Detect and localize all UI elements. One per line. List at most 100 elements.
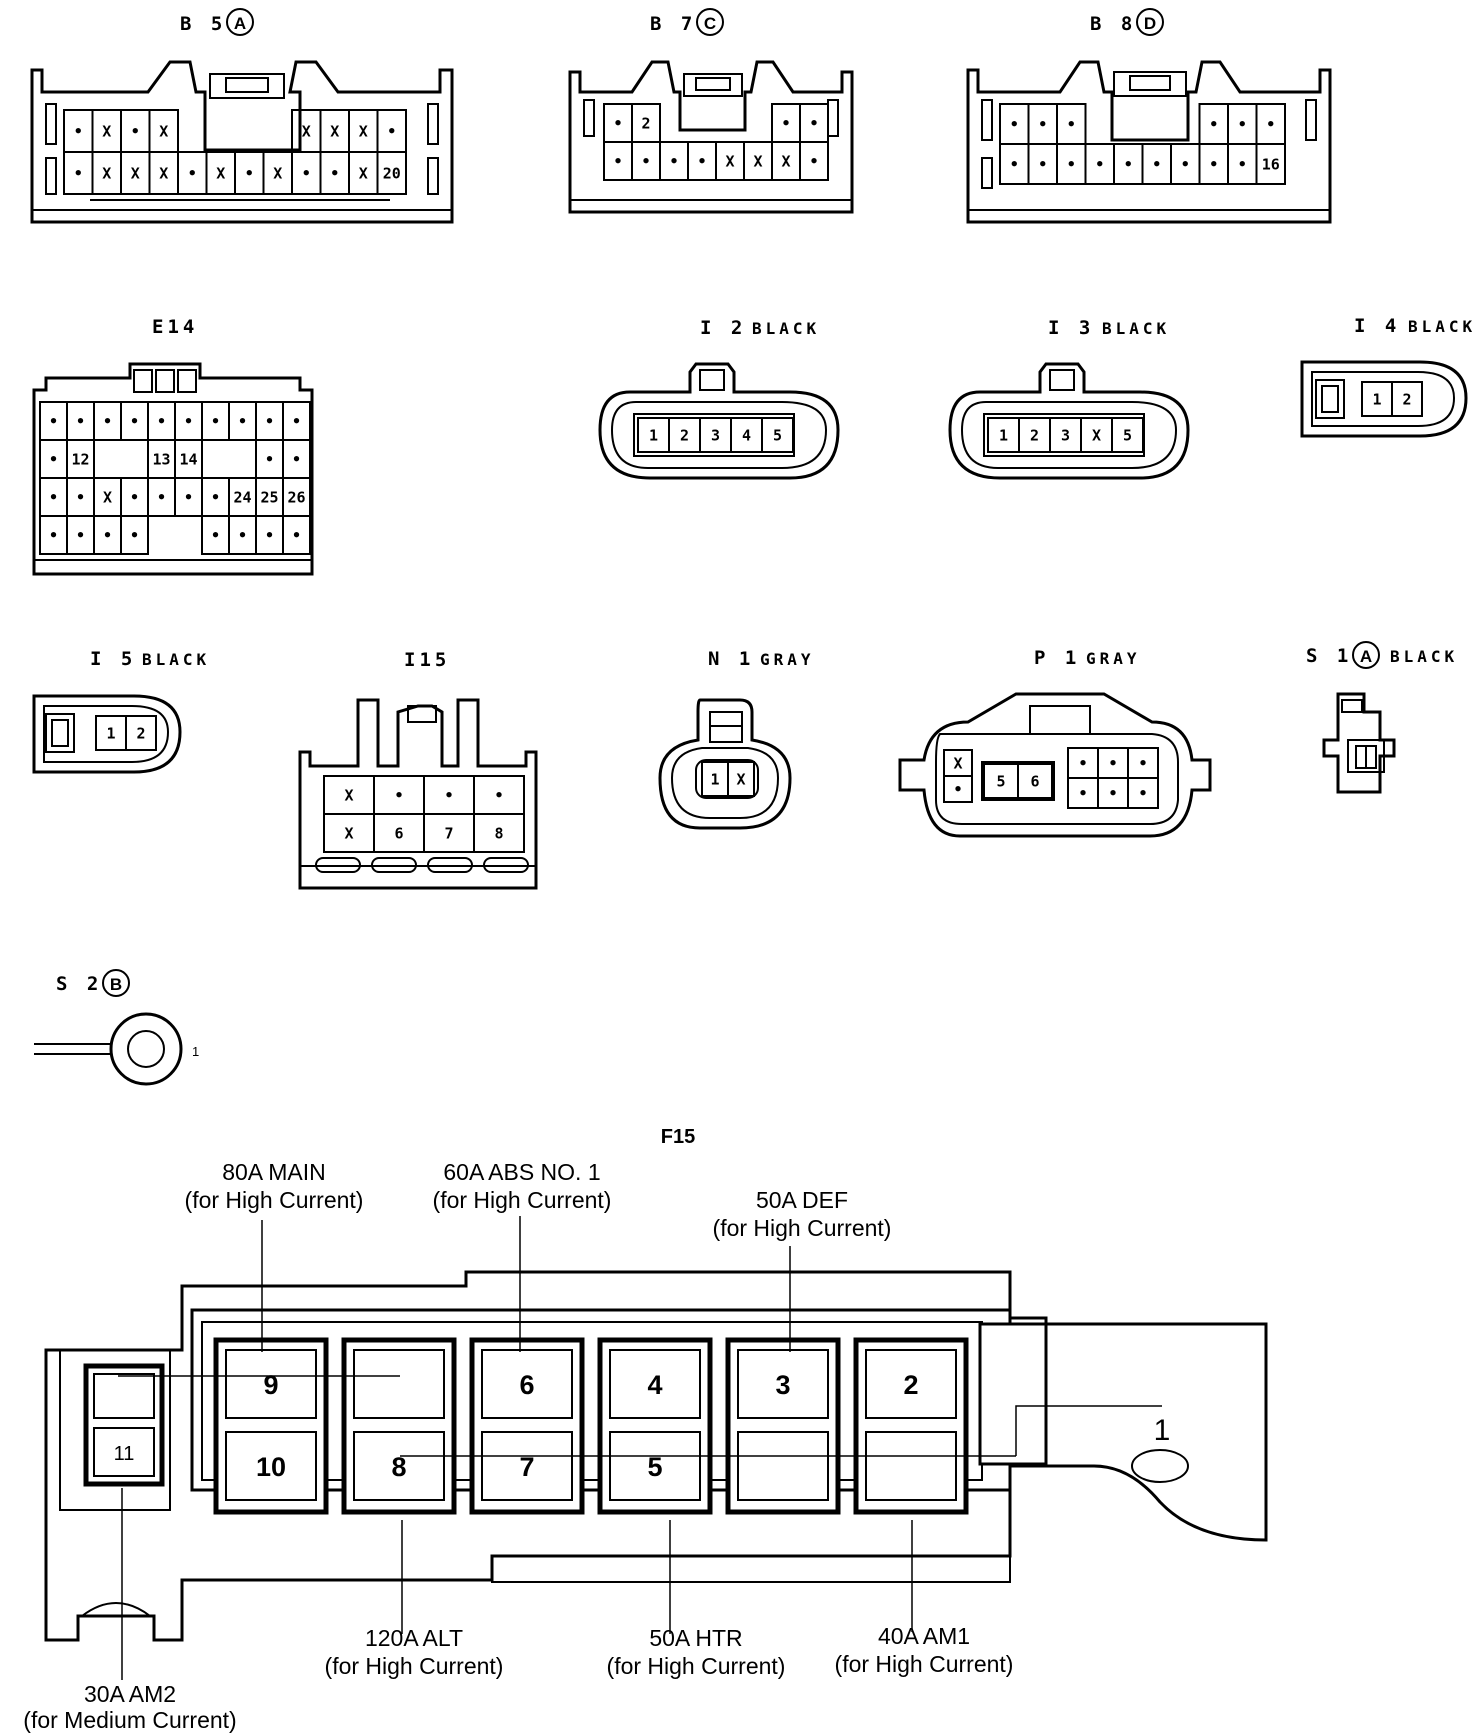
connector-b8: B 8 D •••••••••••••••16 <box>966 8 1332 224</box>
n1-pin: 1 <box>710 770 719 788</box>
connector-b7-title: B 7 <box>650 13 696 35</box>
p1-pin: X <box>953 754 962 772</box>
connector-i2-color: BLACK <box>752 319 820 338</box>
p1-pin: • <box>1078 754 1087 772</box>
b7-pin: • <box>613 114 622 132</box>
b8-rib <box>1305 99 1317 141</box>
label-120a-alt: 120A ALT <box>365 1625 463 1651</box>
b5-pin: • <box>74 122 83 140</box>
e14-pin: 13 <box>152 450 170 468</box>
i3-pin-cell <box>1111 417 1144 453</box>
b8-rib <box>981 99 993 141</box>
e14-pin: • <box>238 526 247 544</box>
connector-b7-variant: C <box>704 14 716 33</box>
b5-pin: • <box>330 164 339 182</box>
e14-pin: • <box>292 526 301 544</box>
b8-housing <box>966 60 1332 224</box>
i3-pin: 2 <box>1030 426 1039 444</box>
b5-rib <box>45 103 57 145</box>
label-40a-am1-note: (for High Current) <box>835 1651 1014 1677</box>
e14-pin: • <box>49 412 58 430</box>
e14-pin: • <box>265 450 274 468</box>
i15-pin: 6 <box>394 824 403 842</box>
b7-latch-tab <box>695 77 731 91</box>
label-60a-abs-note: (for High Current) <box>433 1187 612 1213</box>
n1-pin-cell <box>727 761 755 797</box>
p1-inner-shell <box>935 733 1179 825</box>
b7-housing <box>568 60 854 214</box>
i15-pin: 7 <box>444 824 453 842</box>
b7-pin: • <box>809 114 818 132</box>
label-30a-am2: 30A AM2 <box>84 1681 176 1707</box>
b8-pin-cell <box>1255 143 1286 185</box>
i5-pin: 2 <box>136 724 145 742</box>
b5-latch-tab <box>225 77 269 93</box>
b8-pin-grid: •••••••••••••••16 <box>999 103 1286 185</box>
e14-pin: • <box>76 488 85 506</box>
b5-pin: X <box>216 164 225 182</box>
b8-pin: • <box>1067 155 1076 173</box>
i2-pin: 1 <box>649 426 658 444</box>
i15-foot <box>371 857 417 873</box>
connector-i3-title: I 3 <box>1048 317 1094 339</box>
i4-pin: 1 <box>1372 390 1381 408</box>
i2-housing <box>598 362 840 480</box>
e14-pin-cell <box>282 515 311 555</box>
i5-lock-window <box>51 719 69 747</box>
label-50a-def-note: (for High Current) <box>713 1215 892 1241</box>
variant-circle-b7 <box>696 8 724 36</box>
b5-pin: • <box>74 164 83 182</box>
b8-pin: • <box>1181 155 1190 173</box>
fuse-number: 6 <box>519 1370 534 1400</box>
e14-pin: • <box>130 488 139 506</box>
fuse-number: 10 <box>256 1452 286 1482</box>
i2-pin: 5 <box>773 426 782 444</box>
b5-pin: X <box>302 122 311 140</box>
fuse-number: 9 <box>263 1370 278 1400</box>
i3-latch <box>1049 369 1075 391</box>
variant-circle-s1 <box>1352 641 1380 669</box>
connector-n1-color: GRAY <box>760 650 815 669</box>
label-50a-htr-note: (for High Current) <box>607 1653 786 1679</box>
e14-latch-slot <box>177 369 197 393</box>
s1-latch <box>1341 699 1363 713</box>
variant-circle-b5 <box>226 8 254 36</box>
i5-inner-shell <box>43 705 170 763</box>
e14-pin: 26 <box>287 488 305 506</box>
fuse-slot <box>225 1349 317 1419</box>
e14-pin: • <box>76 412 85 430</box>
i15-pin: 8 <box>494 824 503 842</box>
fuse-slot <box>737 1431 829 1501</box>
fuse-block-end-cap <box>978 1322 1048 1466</box>
b5-pin: X <box>330 122 339 140</box>
b7-pin: • <box>613 152 622 170</box>
e14-pin: • <box>49 488 58 506</box>
b5-pin: X <box>159 164 168 182</box>
b5-pin: X <box>159 122 168 140</box>
b8-pin: • <box>1238 155 1247 173</box>
fuse-slot <box>737 1349 829 1419</box>
b7-pin: • <box>697 152 706 170</box>
e14-latch-slot <box>155 369 175 393</box>
e14-pin: 25 <box>260 488 278 506</box>
i2-pin: 3 <box>711 426 720 444</box>
fuse-block-mount-hole <box>1131 1449 1189 1483</box>
connector-s2: S 2 B 1 <box>34 969 199 1086</box>
b5-pin: • <box>245 164 254 182</box>
b5-pin: X <box>273 164 282 182</box>
b8-pin: • <box>1266 115 1275 133</box>
b8-pin: • <box>1038 115 1047 133</box>
e14-pin: • <box>238 412 247 430</box>
i15-pin-cell <box>473 813 525 853</box>
i15-foot <box>427 857 473 873</box>
